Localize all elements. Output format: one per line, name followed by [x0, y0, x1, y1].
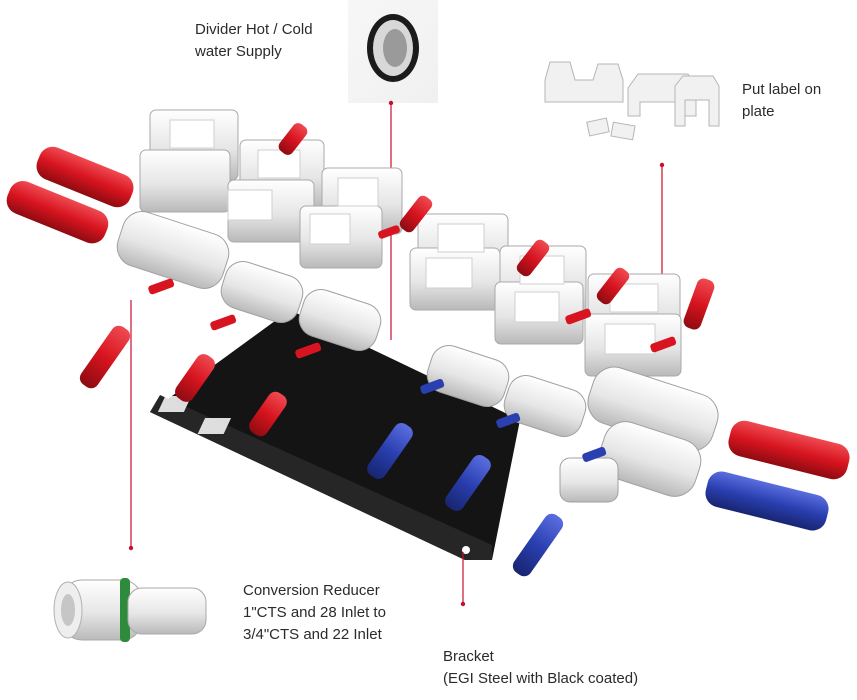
loose-pipes [6, 146, 850, 531]
divider-callout: Divider Hot / Cold water Supply [195, 19, 313, 63]
divider-ring-icon [348, 0, 438, 103]
bracket-plate [21, 310, 520, 560]
label-plate-callout: Put label on plate [742, 79, 821, 123]
reducer-callout: Conversion Reducer 1"CTS and 28 Inlet to… [243, 580, 386, 646]
reducer-fitting-icon [53, 578, 207, 642]
divider-callout-line1: Divider Hot / Cold [195, 21, 313, 38]
reducer-callout-line1: Conversion Reducer [243, 582, 380, 599]
label-plate-callout-line1: Put label on [742, 81, 822, 98]
reducer-callout-line3: 3/4"CTS and 22 Inlet [243, 626, 382, 643]
divider-callout-line2: water Supply [195, 43, 282, 60]
reducer-callout-line2: 1"CTS and 28 Inlet to [243, 604, 386, 621]
label-plate-callout-line2: plate [742, 103, 775, 120]
bracket-callout-line1: Bracket [443, 648, 494, 665]
bracket-callout-line2: (EGI Steel with Black coated) [443, 670, 639, 687]
label-clip-icon [544, 61, 720, 141]
bracket-callout: Bracket (EGI Steel with Black coated) [443, 646, 638, 690]
manifold-assembly [79, 109, 719, 577]
